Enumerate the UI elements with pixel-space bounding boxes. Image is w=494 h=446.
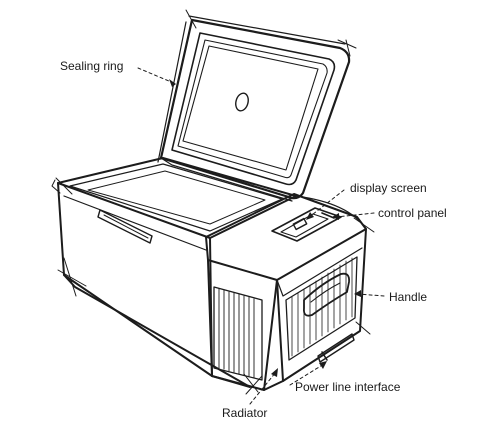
fridge-lid bbox=[157, 15, 351, 202]
control-panel bbox=[271, 207, 342, 242]
sketch-corner-marks bbox=[55, 9, 375, 395]
label-power-line-interface: Power line interface bbox=[295, 380, 401, 394]
label-handle: Handle bbox=[389, 290, 428, 304]
control-panel-leader bbox=[335, 212, 375, 218]
sealing-ring-leader bbox=[137, 67, 177, 85]
sealing-ring bbox=[171, 32, 336, 186]
display-screen-leader bbox=[307, 189, 345, 219]
label-control-panel: control panel bbox=[378, 206, 447, 220]
label-sealing-ring: Sealing ring bbox=[60, 59, 124, 73]
label-display-screen: display screen bbox=[350, 181, 427, 195]
side-handle bbox=[303, 272, 350, 317]
lid-oval bbox=[235, 92, 249, 112]
handle-leader bbox=[357, 293, 385, 297]
side-vents bbox=[285, 256, 358, 361]
power-line-leader bbox=[289, 363, 325, 386]
radiator-grille bbox=[213, 286, 263, 381]
power-line-interface bbox=[317, 333, 355, 363]
radiator-leader bbox=[249, 371, 277, 405]
label-radiator: Radiator bbox=[222, 406, 268, 420]
front-grip bbox=[97, 209, 153, 244]
fridge-body bbox=[51, 157, 367, 391]
display-screen bbox=[292, 217, 308, 231]
leader-lines bbox=[137, 67, 385, 405]
